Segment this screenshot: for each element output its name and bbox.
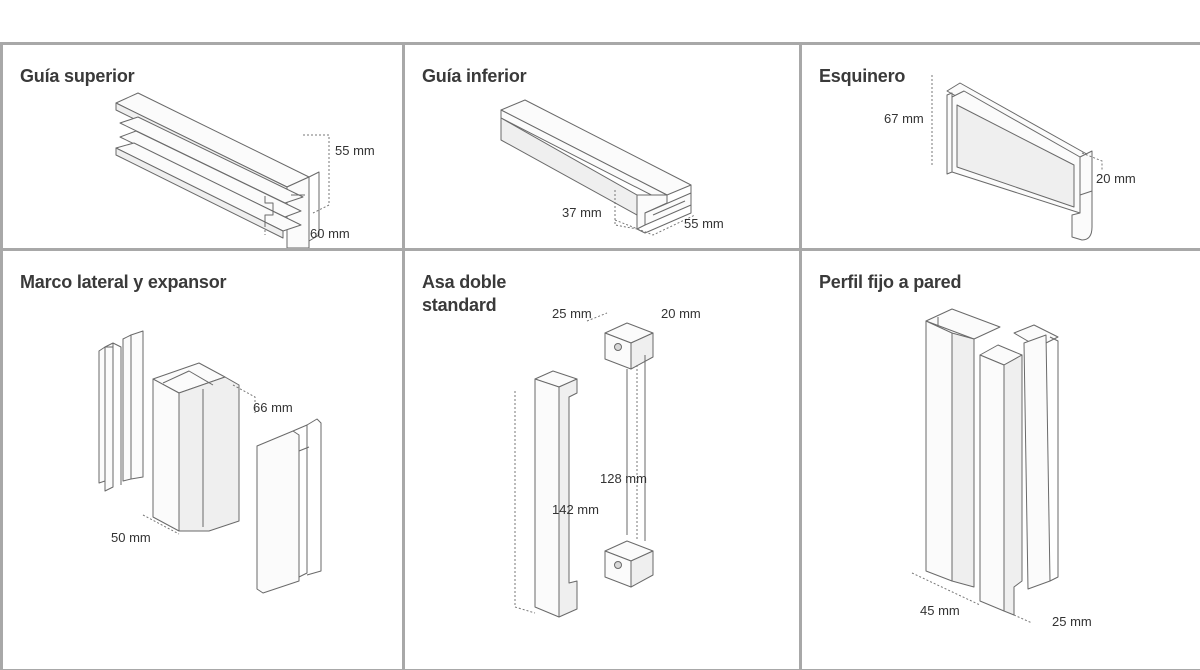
profiles-grid: Guía superior 55 mm 60 mm Guía inferior <box>0 42 1200 670</box>
dim-width: 45 mm <box>920 603 960 618</box>
panel-guia-superior: Guía superior 55 mm 60 mm <box>3 45 402 248</box>
panel-perfil-fijo: Perfil fijo a pared 45 mm 25 mm <box>802 251 1200 669</box>
panel-title-line: Asa doble <box>422 272 507 292</box>
dim-width: 50 mm <box>111 530 151 545</box>
dim-height: 37 mm <box>562 205 602 220</box>
dim-depth: 66 mm <box>253 400 293 415</box>
dim-depth: 25 mm <box>1052 614 1092 629</box>
dim-width: 60 mm <box>310 226 350 241</box>
dim-width: 25 mm <box>552 306 592 321</box>
guia-inferior-drawing <box>500 99 696 236</box>
perfil-fijo-drawing <box>911 308 1059 624</box>
panel-title: Guía inferior <box>422 66 527 86</box>
panel-esquinero: Esquinero 67 mm 20 mm <box>802 45 1200 248</box>
esquinero-drawing <box>931 75 1103 241</box>
asa-doble-drawing <box>514 312 654 618</box>
dim-height: 55 mm <box>335 143 375 158</box>
panel-title: Guía superior <box>20 66 135 86</box>
panel-title: Perfil fijo a pared <box>819 272 962 292</box>
panel-title: Marco lateral y expansor <box>20 272 227 292</box>
panel-title: Esquinero <box>819 66 906 86</box>
dim-width: 55 mm <box>684 216 724 231</box>
dim-height-outer: 142 mm <box>552 502 599 517</box>
dim-depth: 20 mm <box>661 306 701 321</box>
dim-height-inner: 128 mm <box>600 471 647 486</box>
marco-lateral-drawing <box>98 330 322 594</box>
panel-title-line: standard <box>422 295 497 315</box>
panel-asa-doble: Asa doble standard 142 mm 128 mm 25 mm 2… <box>405 251 799 669</box>
dim-height: 67 mm <box>884 111 924 126</box>
panel-marco-lateral: Marco lateral y expansor 66 mm 50 mm <box>3 251 402 669</box>
dim-width: 20 mm <box>1096 171 1136 186</box>
panel-guia-inferior: Guía inferior 37 mm 55 mm <box>405 45 799 248</box>
guia-superior-drawing <box>115 92 330 248</box>
panel-title: Asa doble standard <box>422 271 506 317</box>
